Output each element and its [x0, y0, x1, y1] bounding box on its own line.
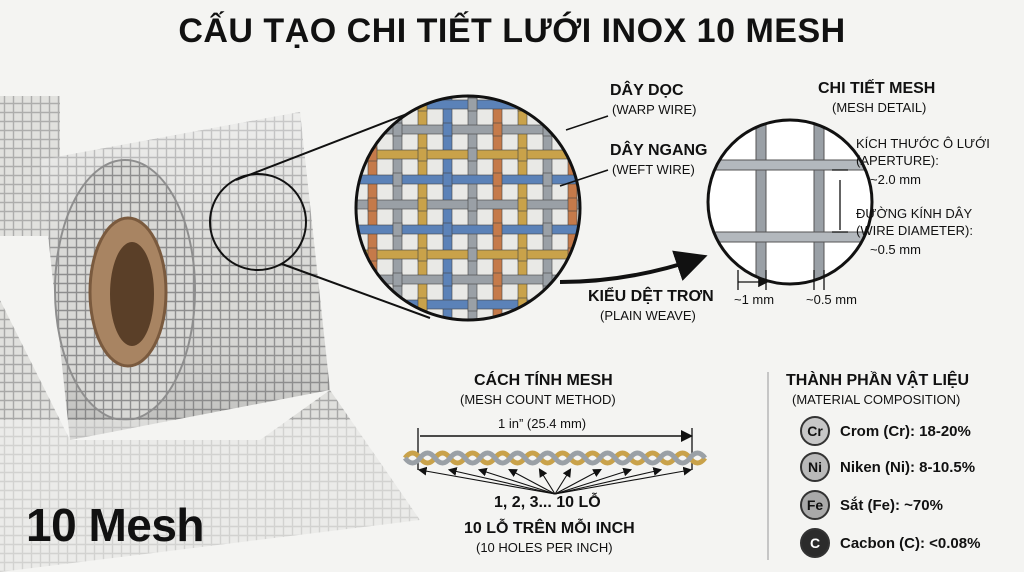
warp-crossing [392, 272, 403, 287]
wire-diameter-label: ĐƯỜNG KÍNH DÂY [856, 206, 973, 221]
warp-crossing [467, 147, 478, 162]
warp-crossing [392, 222, 403, 237]
dim-aperture: ~1 mm [734, 292, 775, 307]
weft-wire [356, 224, 580, 235]
mesh-detail-subtitle: (MESH DETAIL) [832, 100, 927, 115]
composition-row-ni: Ni Niken (Ni): 8-10.5% [800, 450, 975, 484]
warp-crossing [492, 222, 503, 237]
warp-crossing [367, 247, 378, 262]
page-title: CẤU TẠO CHI TIẾT LƯỚI INOX 10 MESH [178, 12, 846, 50]
composition-text: Niken (Ni): 8-10.5% [840, 458, 976, 476]
span-label: 1 in” (25.4 mm) [498, 416, 587, 431]
holes-label: 1, 2, 3... 10 LỖ [494, 494, 601, 511]
warp-crossing [417, 147, 428, 162]
hole-arrow [508, 468, 556, 495]
warp-crossing [367, 197, 378, 212]
warp-crossing [467, 97, 478, 112]
mesh-roll [0, 112, 1024, 572]
element-badge: Ni [800, 452, 830, 482]
per-inch-label: 10 LỖ TRÊN MỖI INCH [464, 520, 635, 537]
element-badge: C [800, 528, 830, 558]
hole-arrow [417, 466, 556, 495]
hole-arrow [447, 467, 556, 495]
composition-title: THÀNH PHẦN VẬT LIỆU [786, 372, 970, 389]
weave-label: KIỂU DỆT TRƠN [588, 288, 714, 305]
warp-crossing [392, 172, 403, 187]
product-label: 10 Mesh [26, 499, 205, 551]
arrow-to-detail [559, 250, 708, 284]
weft-sub: (WEFT WIRE) [612, 162, 695, 177]
composition-row-cr: Cr Crom (Cr): 18-20% [800, 414, 971, 448]
count-method-title: CÁCH TÍNH MESH [474, 372, 613, 389]
warp-crossing [517, 147, 528, 162]
warp-crossing [517, 247, 528, 262]
weave-zoom [356, 96, 580, 320]
hole-arrow [554, 467, 633, 495]
warp-crossing [492, 172, 503, 187]
warp-label: DÂY DỌC [610, 82, 684, 99]
mesh-count-diagram [403, 428, 707, 495]
composition-subtitle: (MATERIAL COMPOSITION) [792, 392, 961, 407]
warp-crossing [467, 197, 478, 212]
warp-crossing [542, 222, 553, 237]
aperture-label: KÍCH THƯỚC Ô LƯỚI [856, 136, 990, 151]
warp-crossing [517, 197, 528, 212]
hole-arrow [554, 466, 693, 495]
composition-text: Crom (Cr): 18-20% [840, 422, 971, 440]
aperture-sub: (APERTURE): [856, 153, 939, 168]
warp-crossing [442, 272, 453, 287]
hole-arrow [554, 468, 602, 495]
composition-row-fe: Fe Sắt (Fe): ~70% [800, 488, 943, 522]
mesh-detail [708, 120, 872, 284]
warp-crossing [467, 247, 478, 262]
count-method-subtitle: (MESH COUNT METHOD) [460, 392, 616, 407]
element-badge: Cr [800, 416, 830, 446]
dim-wire: ~0.5 mm [806, 292, 857, 307]
warp-crossing [467, 297, 478, 312]
mesh-detail-title: CHI TIẾT MESH [818, 80, 936, 97]
hole-arrow [554, 467, 663, 495]
warp-crossing [392, 122, 403, 137]
warp-crossing [442, 222, 453, 237]
warp-crossing [442, 172, 453, 187]
hole-arrow [538, 468, 556, 495]
weft-wire [356, 124, 580, 135]
warp-crossing [417, 197, 428, 212]
aperture-value: ~2.0 mm [870, 172, 921, 187]
warp-crossing [542, 172, 553, 187]
element-badge: Fe [800, 490, 830, 520]
warp-crossing [417, 247, 428, 262]
weft-wire [356, 174, 580, 185]
warp-crossing [492, 272, 503, 287]
weft-label: DÂY NGANG [610, 142, 708, 159]
warp-sub: (WARP WIRE) [612, 102, 697, 117]
wire-diameter-sub: (WIRE DIAMETER): [856, 223, 973, 238]
weft-wire [356, 274, 580, 285]
wire-diameter-value: ~0.5 mm [870, 242, 921, 257]
warp-crossing [442, 122, 453, 137]
composition-row-c: C Cacbon (C): <0.08% [800, 526, 980, 560]
warp-crossing [492, 122, 503, 137]
per-inch-sub: (10 HOLES PER INCH) [476, 540, 613, 555]
zoom-indicator [209, 111, 431, 319]
hole-arrow [554, 468, 572, 495]
weave-sub: (PLAIN WEAVE) [600, 308, 696, 323]
warp-crossing [567, 197, 578, 212]
composition-text: Cacbon (C): <0.08% [840, 534, 981, 552]
hole-arrow [477, 467, 556, 495]
composition-text: Sắt (Fe): ~70% [840, 496, 943, 514]
